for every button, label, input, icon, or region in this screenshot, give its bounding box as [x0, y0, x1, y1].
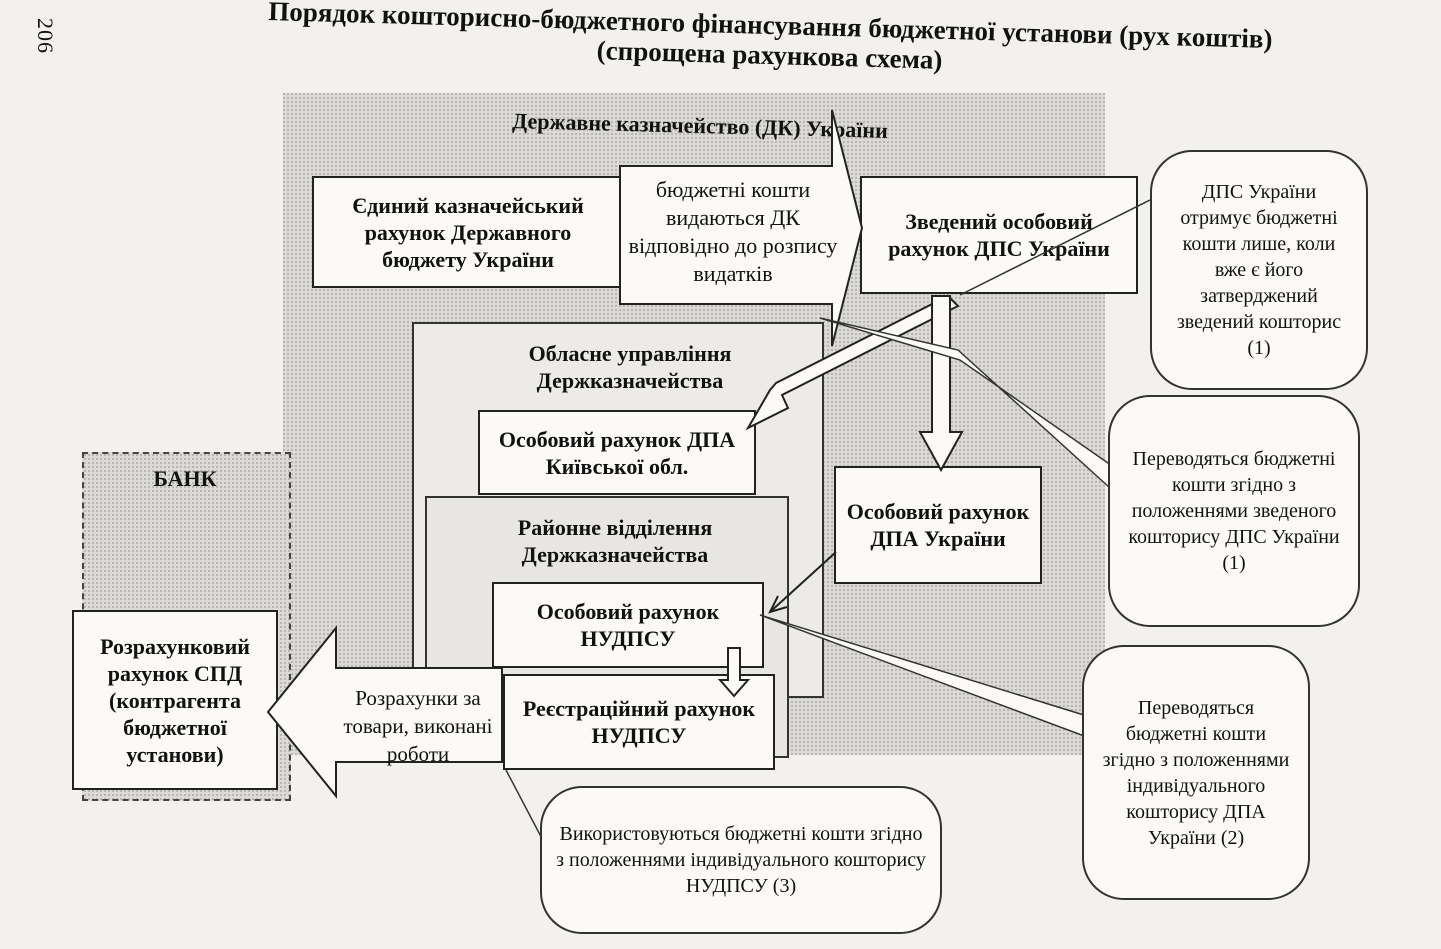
settlement-account-text: Розрахунковий рахунок СПД (контрагента б… — [100, 633, 250, 767]
regional-office-label: Обласне управління Держказначейства — [528, 341, 732, 393]
arrow-budget-flow — [619, 109, 864, 347]
arrow-to-dpa — [918, 295, 964, 473]
arrow-payments — [266, 625, 503, 799]
note-transfer-individual: Переводяться бюджетні кошти згідно з пол… — [1082, 645, 1310, 900]
consolidated-account-text: Зведений особовий рахунок ДПС України — [888, 209, 1110, 261]
dpa-account-text: Особовий рахунок ДПА України — [846, 499, 1030, 551]
arrow-to-nudpsu — [769, 551, 837, 613]
single-treasury-account-text: Єдиний казначейський рахунок Державного … — [352, 192, 584, 272]
payments-text: Розрахунки за товари, виконані роботи — [343, 686, 493, 766]
nudpsu-account-box: Особовий рахунок НУДПСУ — [492, 582, 764, 668]
note-consolidated-estimate: ДПС України отримує бюджетні кошти лише,… — [1150, 150, 1368, 390]
arrow-to-registration — [717, 647, 751, 698]
pointer-note3 — [759, 614, 1101, 741]
pointer-note1 — [959, 199, 1151, 296]
flow-note-text: бюджетні кошти видаються ДК відповідно д… — [628, 177, 838, 286]
note-transfer-consolidated: Переводяться бюджетні кошти згідно з пол… — [1108, 395, 1360, 627]
dpa-account-box: Особовий рахунок ДПА України — [834, 466, 1042, 584]
pointer-note2 — [819, 317, 1119, 489]
kyiv-dpa-account-box: Особовий рахунок ДПА Київської обл. — [478, 410, 756, 495]
settlement-account-box: Розрахунковий рахунок СПД (контрагента б… — [72, 610, 278, 790]
note4-text: Використовуються бюджетні кошти згідно з… — [556, 823, 926, 897]
single-treasury-account-box: Єдиний казначейський рахунок Державного … — [312, 176, 624, 288]
arrow-to-kyiv — [745, 294, 960, 431]
note1-text: ДПС України отримує бюджетні кошти лише,… — [1176, 181, 1342, 359]
nudpsu-account-text: Особовий рахунок НУДПСУ — [536, 599, 720, 651]
consolidated-account-box: Зведений особовий рахунок ДПС України — [860, 176, 1138, 294]
note3-text: Переводяться бюджетні кошти згідно з пол… — [1102, 696, 1290, 849]
note2-text: Переводяться бюджетні кошти згідно з пол… — [1128, 448, 1340, 574]
kyiv-dpa-account-text: Особовий рахунок ДПА Київської обл. — [498, 426, 736, 479]
district-office-label: Районне відділення Держказначейства — [517, 515, 713, 567]
registration-account-box: Реєстраційний рахунок НУДПСУ — [503, 674, 775, 770]
note-use-individual: Використовуються бюджетні кошти згідно з… — [540, 786, 942, 934]
bank-label: БАНК — [153, 466, 217, 491]
registration-account-text: Реєстраційний рахунок НУДПСУ — [522, 696, 756, 748]
